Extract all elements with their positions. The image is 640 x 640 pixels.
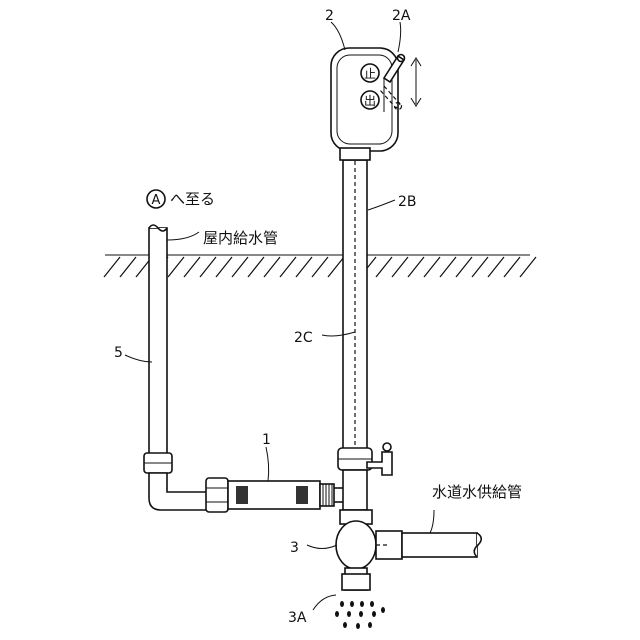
water-supply-pipe — [376, 531, 481, 559]
open-mark: 出 — [364, 94, 376, 108]
ground-hatch-line — [488, 257, 504, 277]
ground-hatch-line — [312, 257, 328, 277]
drain-water-spray — [335, 601, 385, 629]
stop-mark: 止 — [364, 67, 376, 81]
label-1: 1 — [262, 432, 271, 448]
ground-hatch-line — [424, 257, 440, 277]
ground-hatch-line — [168, 257, 184, 277]
supply-pipe-label: 水道水供給管 — [432, 483, 522, 501]
ground-hatch-line — [232, 257, 248, 277]
label-3a: 3A — [288, 610, 307, 626]
ground-hatch-line — [456, 257, 472, 277]
up-down-double-arrow-icon — [411, 58, 421, 106]
ground-hatch-line — [328, 257, 344, 277]
ground-hatch-line — [200, 257, 216, 277]
ground-hatch-line — [280, 257, 296, 277]
ground-hatch-line — [184, 257, 200, 277]
supply-tee-fitting — [336, 510, 376, 590]
label-2: 2 — [325, 8, 334, 24]
label-2c: 2C — [294, 330, 313, 346]
ground-hatch-line — [392, 257, 408, 277]
circle-a-mark: A — [152, 193, 161, 208]
indoor-water-pipe — [144, 225, 210, 510]
to-a-label: へ至る — [170, 190, 215, 208]
ground-hatch-line — [216, 257, 232, 277]
ground-hatch-line — [248, 257, 264, 277]
label-5: 5 — [114, 345, 123, 361]
label-3: 3 — [290, 540, 299, 556]
ground-hatch-line — [504, 257, 520, 277]
ground-hatch-line — [520, 257, 536, 277]
indoor-pipe-label: 屋内給水管 — [203, 229, 278, 247]
ground-hatch-line — [440, 257, 456, 277]
faucet-riser-pipe — [338, 105, 392, 520]
ground-hatch-line — [408, 257, 424, 277]
ground-hatch-line — [104, 257, 120, 277]
label-2b: 2B — [398, 194, 417, 210]
ground-hatch-line — [472, 257, 488, 277]
drain-valve-unit — [206, 478, 344, 512]
ground-surface — [104, 255, 536, 277]
ground-hatch-line — [376, 257, 392, 277]
ground-hatch-line — [120, 257, 136, 277]
faucet-head: 止 出 — [331, 48, 405, 160]
label-2a: 2A — [392, 8, 411, 24]
ground-hatch-line — [296, 257, 312, 277]
ground-hatch-line — [264, 257, 280, 277]
